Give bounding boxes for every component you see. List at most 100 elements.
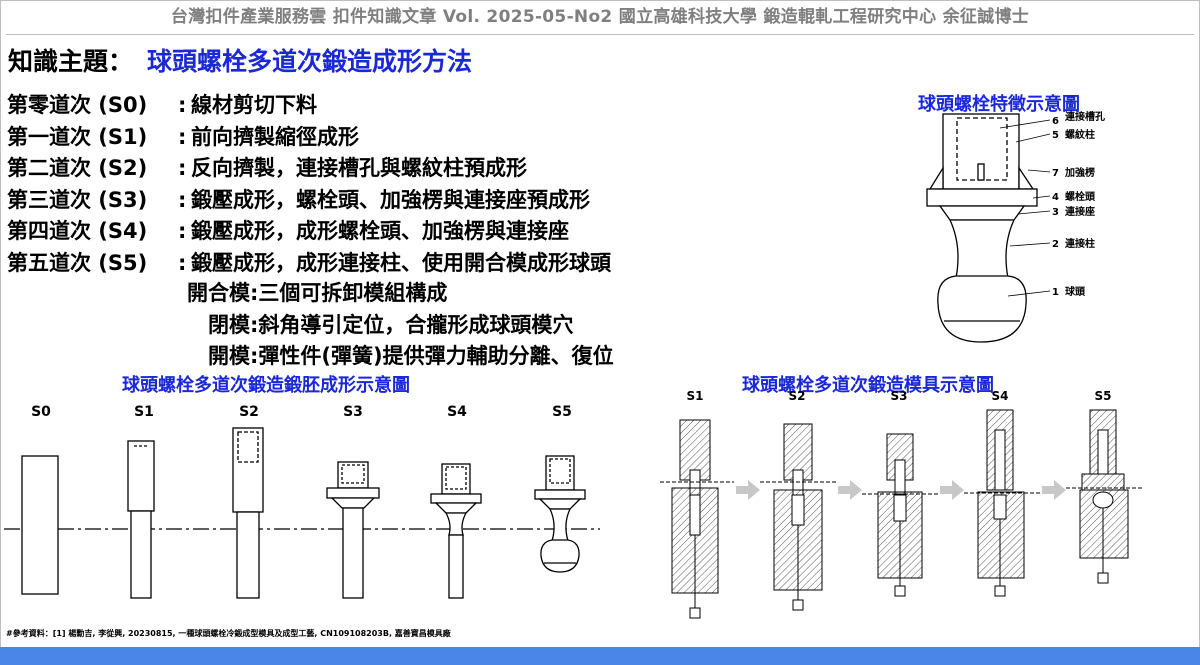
preform-s4-seat	[434, 502, 478, 514]
preform-stage-label: S1	[134, 404, 154, 420]
die-figure	[660, 409, 1144, 619]
bolt-head-shape	[926, 188, 1038, 207]
preform-stage-label: S3	[343, 404, 363, 420]
subitem-desc: 斜角導引定位，合攏形成球頭模穴	[258, 312, 574, 337]
step-row: 第零道次 (S0):線材剪切下料	[7, 90, 611, 122]
feature-diagram-title: 球頭螺栓特徵示意圖	[918, 94, 1080, 115]
rib-right-shape	[1018, 165, 1035, 190]
step-separator: :	[178, 219, 187, 243]
die-s4	[964, 409, 1040, 597]
page-header: 台灣扣件產業服務雲 扣件知識文章 Vol. 2025-05-No2 國立高雄科技…	[170, 7, 1030, 27]
callout-num: 3	[1052, 207, 1059, 218]
preform-stage-label: S2	[239, 404, 259, 420]
step-separator: :	[178, 250, 187, 275]
step-desc: 鍛壓成形，成形螺栓頭、加強楞與連接座	[191, 219, 569, 243]
die-s3	[862, 433, 938, 597]
step-stage: 第四道次 (S4)	[7, 219, 148, 243]
arrow-icon	[940, 480, 964, 500]
callout-label: 螺栓頭	[1065, 190, 1096, 203]
subitem-desc: 彈性件(彈簧)提供彈力輔助分離、復位	[258, 344, 614, 368]
subitem-label: 開合模	[187, 281, 250, 305]
step-separator: :	[178, 93, 187, 117]
arrow-icon	[736, 480, 760, 500]
callout-num: 1	[1052, 287, 1059, 298]
callout-num: 5	[1052, 130, 1059, 141]
arrow-icon	[838, 480, 862, 500]
step-row: 第一道次 (S1):前向擠製縮徑成形	[7, 122, 611, 154]
step-stage: 第零道次 (S0)	[7, 93, 148, 117]
process-steps: 第零道次 (S0):線材剪切下料 第一道次 (S1):前向擠製縮徑成形 第二道次…	[7, 90, 611, 279]
callout-num: 6	[1052, 116, 1059, 127]
die-s5	[1066, 409, 1144, 584]
preform-s3-seat	[330, 497, 376, 509]
subitem-row: 開合模:三個可拆卸模組構成	[187, 278, 614, 310]
preform-stage-label: S5	[552, 404, 572, 420]
preform-s4-head	[430, 493, 482, 504]
preform-s3-head	[326, 487, 380, 499]
preform-s5-ball	[540, 539, 580, 573]
callout-label: 球頭	[1065, 285, 1086, 298]
preform-s4-shank	[448, 534, 464, 599]
subitem-separator: :	[250, 312, 259, 337]
die-s1	[660, 419, 734, 619]
subitem-row: 開模:彈性件(彈簧)提供彈力輔助分離、復位	[187, 341, 614, 373]
preform-s2-slot	[237, 431, 259, 463]
ball-bolt-feature-figure: 6 連接槽孔 5 螺紋柱 7 加強楞 4 螺栓頭 3 連接座 2 連接柱 1 球…	[926, 110, 1105, 343]
step-separator: :	[178, 124, 187, 149]
step-stage: 第三道次 (S3)	[7, 187, 148, 212]
die-stage-label: S1	[686, 389, 704, 403]
subitem-separator: :	[250, 281, 259, 305]
arrow-icon	[1042, 480, 1066, 500]
die-stage-label: S4	[991, 389, 1009, 403]
subitem-separator: :	[250, 344, 259, 368]
callout-num: 2	[1052, 239, 1059, 250]
rib-left-shape	[928, 165, 944, 190]
preform-stage-label: S0	[31, 404, 51, 420]
subitem-desc: 三個可拆卸模組構成	[258, 281, 448, 305]
slot-bottom-shape	[977, 163, 985, 181]
step-row: 第三道次 (S3):鍛壓成形，螺栓頭、加強楞與連接座預成形	[7, 185, 611, 217]
callout-label: 連接柱	[1065, 237, 1095, 250]
die-stage-label: S2	[788, 389, 806, 403]
step-row: 第四道次 (S4):鍛壓成形，成形螺栓頭、加強楞與連接座	[7, 216, 611, 248]
step-desc: 反向擠製，連接槽孔與螺紋柱預成形	[191, 156, 527, 180]
stage-arrows	[736, 480, 1066, 500]
preform-s3-shank	[342, 507, 364, 599]
connecting-seat-shape	[938, 205, 1026, 221]
connecting-column-shape	[948, 219, 1016, 279]
callout-num: 7	[1052, 168, 1059, 179]
step-desc: 前向擠製縮徑成形	[191, 124, 359, 149]
step-separator: :	[178, 156, 187, 180]
step-stage: 第二道次 (S2)	[7, 156, 148, 180]
subitem-label: 閉模	[208, 312, 250, 337]
subitem-label: 開模	[208, 344, 250, 368]
reference-note: #參考資料：[1] 楊勳吉, 李從興, 20230815, 一種球頭螺栓冷鍛成型…	[6, 629, 451, 638]
preform-diagram-title: 球頭螺栓多道次鍛造鍛胚成形示意圖	[122, 375, 410, 396]
step-stage: 第一道次 (S1)	[7, 124, 148, 149]
die-stage-label: S5	[1094, 389, 1112, 403]
preform-stage-label: S4	[447, 404, 467, 420]
preform-s2-shank	[236, 511, 260, 599]
preform-s4-neck	[444, 512, 468, 536]
preform-s5-seat	[538, 498, 582, 510]
die-stage-label: S3	[890, 389, 908, 403]
callout-label: 連接座	[1065, 205, 1095, 218]
callout-label: 螺紋柱	[1065, 128, 1095, 141]
step-row: 第五道次 (S5):鍛壓成形，成形連接柱、使用開合模成形球頭	[7, 248, 611, 280]
footer-bar	[0, 647, 1200, 665]
topic-label: 知識主題：	[8, 47, 134, 76]
topic-title: 球頭螺栓多道次鍛造成形方法	[147, 47, 473, 76]
die-diagram-title: 球頭螺栓多道次鍛造模具示意圖	[742, 375, 994, 396]
step-desc: 鍛壓成形，成形連接柱、使用開合模成形球頭	[191, 250, 611, 275]
step-separator: :	[178, 187, 187, 212]
preform-s5-column	[548, 508, 572, 542]
preform-s1-head	[127, 440, 155, 512]
callout-num: 4	[1052, 192, 1059, 203]
ball-head-shape	[937, 275, 1027, 343]
preform-s1-shank	[130, 510, 152, 599]
callout-label: 連接槽孔	[1065, 110, 1105, 123]
knowledge-topic: 知識主題： 球頭螺栓多道次鍛造成形方法	[8, 42, 472, 78]
subitem-row: 閉模:斜角導引定位，合攏形成球頭模穴	[187, 310, 614, 342]
split-die-notes: 開合模:三個可拆卸模組構成 閉模:斜角導引定位，合攏形成球頭模穴 開模:彈性件(…	[187, 278, 614, 373]
header-divider	[6, 34, 1194, 35]
